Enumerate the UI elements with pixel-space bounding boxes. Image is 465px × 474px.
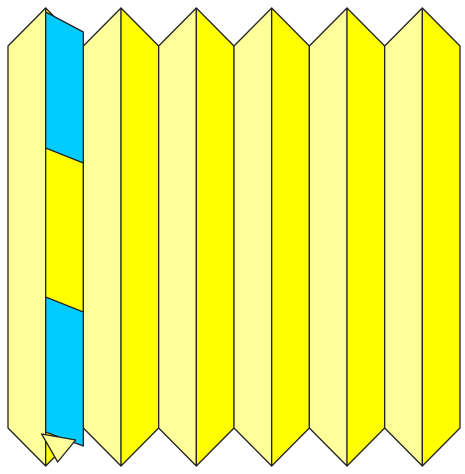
fold-panel-9 (309, 8, 347, 466)
fold-panel-11 (385, 8, 423, 466)
fold-panel-12 (422, 8, 460, 466)
fold-panel-8 (272, 8, 310, 466)
cutout-piece-top (46, 12, 84, 163)
fold-panel-10 (347, 8, 385, 466)
fold-panel-4 (121, 8, 159, 466)
fold-panel-3 (83, 8, 121, 466)
cutout-piece-bottom (46, 297, 84, 446)
fold-panel-6 (196, 8, 234, 466)
fold-panel-5 (159, 8, 197, 466)
fold-panel-7 (234, 8, 272, 466)
fold-panel-1 (8, 8, 46, 466)
